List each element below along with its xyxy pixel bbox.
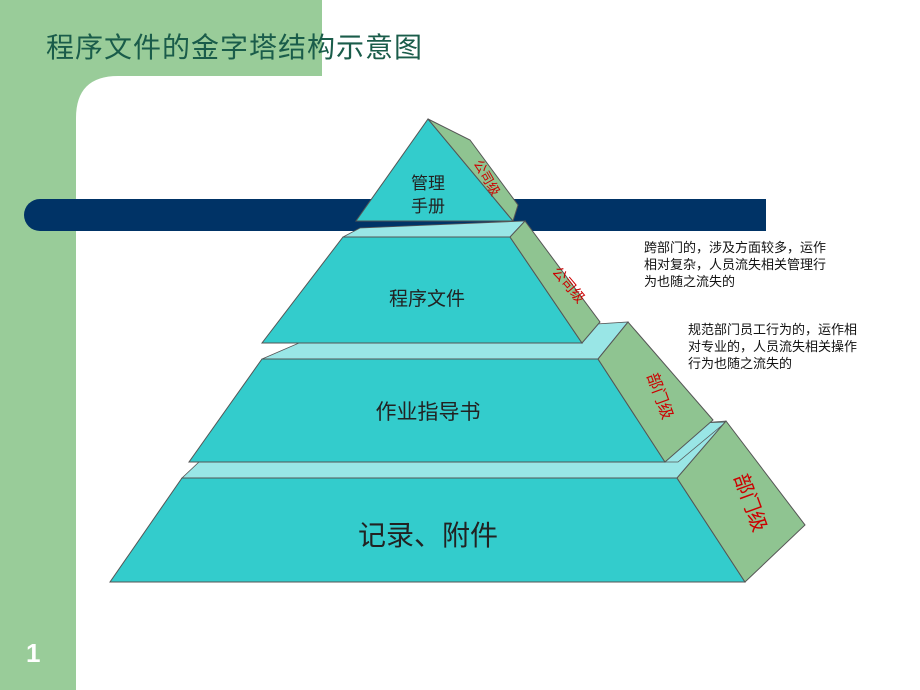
level2-label: 程序文件	[389, 288, 465, 310]
page-number: 1	[26, 638, 41, 668]
company-level-note: 跨部门的，涉及方面较多，运作 相对复杂，人员流失相关管理行 为也随之流失的	[644, 240, 874, 291]
slide-title: 程序文件的金字塔结构示意图	[46, 31, 424, 64]
dept-note-line3: 行为也随之流失的	[688, 357, 793, 372]
company-note-line3: 为也随之流失的	[644, 275, 736, 290]
company-note-line1: 跨部门的，涉及方面较多，运作	[644, 241, 827, 256]
level4-label: 记录、附件	[358, 519, 498, 552]
department-level-note: 规范部门员工行为的，运作相 对专业的，人员流失相关操作 行为也随之流失的	[688, 322, 898, 373]
dept-note-line1: 规范部门员工行为的，运作相	[688, 323, 858, 338]
level1-label-line2: 手册	[411, 197, 445, 217]
level2-side	[509, 220, 601, 344]
level3-side	[597, 321, 714, 463]
level3-label: 作业指导书	[376, 400, 481, 424]
dept-note-line2: 对专业的，人员流失相关操作	[688, 340, 858, 355]
level1-label-line1: 管理	[411, 174, 445, 194]
company-note-line2: 相对复杂，人员流失相关管理行	[644, 258, 827, 273]
navy-bar-tail	[700, 199, 766, 231]
level4-side	[676, 420, 806, 583]
left-green-band	[0, 0, 322, 690]
level1-side	[427, 118, 519, 223]
